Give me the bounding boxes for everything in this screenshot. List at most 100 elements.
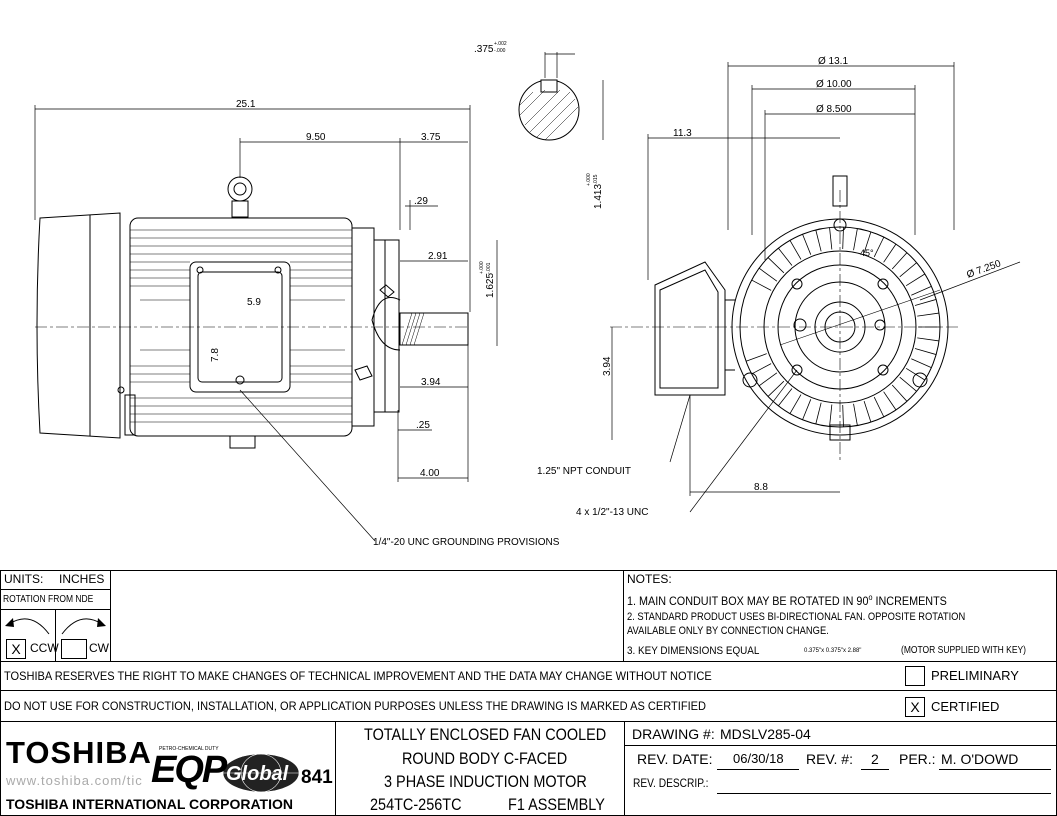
cw-label: CW (89, 641, 109, 655)
frame-size: 254TC-256TC (370, 795, 462, 814)
cooling-fin (891, 384, 908, 402)
drawing-number-value: MDSLV285-04 (720, 726, 811, 742)
certified-row: DO NOT USE FOR CONSTRUCTION, INSTALLATIO… (0, 690, 1057, 722)
rev-date-value: 06/30/18 (733, 751, 784, 766)
per-label: PER.: (899, 751, 936, 767)
cooling-fin (767, 380, 785, 397)
reserves-row: TOSHIBA RESERVES THE RIGHT TO MAKE CHANG… (0, 661, 1057, 691)
dim-113: 11.3 (673, 128, 692, 139)
cooling-fin (914, 299, 937, 306)
cooling-fin (883, 391, 897, 411)
dim-25: .25 (416, 420, 430, 431)
dim-dia-1000: Ø 10.00 (816, 79, 852, 90)
desc-line-1: TOTALLY ENCLOSED FAN COOLED (364, 725, 607, 744)
cooling-fin (873, 396, 885, 418)
note-3-end: (MOTOR SUPPLIED WITH KEY) (901, 645, 1027, 656)
reserves-text: TOSHIBA RESERVES THE RIGHT TO MAKE CHANG… (4, 669, 712, 683)
cooling-fin (829, 404, 833, 427)
cooling-fin (778, 388, 793, 407)
preliminary-checkbox[interactable] (905, 666, 925, 686)
certified-label: CERTIFIED (931, 699, 1000, 714)
global-text: Global (226, 763, 289, 785)
dim-400: 4.00 (420, 468, 440, 479)
dim-angle-45: 45° (860, 248, 874, 258)
drawing-number-label: DRAWING #: (632, 726, 715, 742)
note-2a: 2. STANDARD PRODUCT USES BI-DIRECTIONAL … (627, 611, 966, 623)
notes-title: NOTES: (627, 572, 672, 586)
dim-29: .29 (414, 196, 428, 207)
dim-59: 5.9 (247, 297, 261, 308)
units-label: UNITS: (4, 572, 44, 586)
shaft-section (518, 79, 580, 141)
cooling-fin (789, 240, 802, 260)
certified-checkbox[interactable]: X (905, 697, 925, 717)
assembly-type: F1 ASSEMBLY (508, 795, 605, 814)
cooling-fin (917, 337, 940, 342)
dim-375: 3.75 (421, 132, 441, 143)
cooling-fin (778, 247, 793, 266)
cooling-fin (815, 402, 822, 425)
rev-number-value: 2 (871, 751, 879, 767)
ccw-arrow-icon (5, 618, 50, 635)
dim-291: 2.91 (428, 251, 448, 262)
dim-1413-sup: +.000 (586, 173, 592, 186)
cooling-fin (891, 252, 908, 270)
dim-1625-sub: -.001 (486, 262, 492, 274)
rev-date-label: REV. DATE: (637, 751, 713, 767)
donotuse-text: DO NOT USE FOR CONSTRUCTION, INSTALLATIO… (4, 699, 706, 713)
drawing-info-cell: DRAWING #: MDSLV285-04 REV. DATE: 06/30/… (624, 721, 1057, 816)
units-cell: UNITS: INCHES (0, 570, 111, 590)
per-value: M. O'DOWD (941, 751, 1019, 767)
cw-checkbox[interactable] (61, 639, 87, 659)
ccw-checkbox[interactable]: X (6, 639, 26, 659)
ccw-label: CCW (30, 641, 59, 655)
dim-394: 3.94 (421, 377, 441, 388)
desc-line-2: ROUND BODY C-FACED (402, 749, 568, 768)
cooling-fin (842, 404, 844, 427)
rev-description-label: REV. DESCRIP.: (633, 776, 709, 790)
cooling-fin (883, 243, 897, 263)
eqp-global-logo: EQP Global 841 (151, 749, 333, 793)
cooling-fin (758, 267, 778, 282)
cooling-fin (842, 227, 844, 250)
cooling-fin (911, 358, 932, 369)
globe-icon (222, 753, 300, 793)
dim-dia-131: Ø 13.1 (818, 56, 848, 67)
website-link[interactable]: www.toshiba.com/tic (6, 773, 143, 788)
cooling-fin (863, 401, 872, 423)
label-grounding: 1/4"-20 UNC GROUNDING PROVISIONS (373, 537, 560, 548)
cooling-fin (802, 399, 812, 420)
dim-1625-sup: +.000 (479, 261, 485, 274)
preliminary-label: PRELIMINARY (931, 668, 1019, 683)
cooling-fin (815, 229, 822, 252)
dim-1413-sub: -.015 (593, 174, 599, 186)
units-value: INCHES (59, 572, 105, 586)
dim-394-end: 3.94 (602, 356, 613, 376)
rev-number-label: REV. #: (806, 751, 853, 767)
dimension-lines (34, 52, 1021, 542)
cooling-fin (917, 312, 940, 317)
dim-dia-8500: Ø 8.500 (816, 104, 852, 115)
dim-shaft-tol-sub: -.000 (494, 48, 506, 54)
cooling-fin (899, 262, 917, 278)
note-2b: AVAILABLE ONLY BY CONNECTION CHANGE. (627, 625, 829, 637)
label-bolt-holes: 4 x 1/2"-13 UNC (576, 507, 648, 518)
cooling-fin (914, 348, 937, 355)
cooling-fin (758, 372, 778, 387)
cooling-fin (767, 257, 785, 274)
cooling-fin (829, 227, 833, 250)
dim-88: 8.8 (754, 482, 768, 493)
eqp-text: EQP (151, 749, 227, 791)
cooling-fin (873, 236, 885, 258)
dim-dia-7250: Ø 7.250 (965, 258, 1003, 281)
note-3-key: 0.375"x 0.375"x 2.88" (804, 648, 862, 654)
notes-cell: NOTES: 1. MAIN CONDUIT BOX MAY BE ROTATE… (623, 570, 1057, 662)
description-cell: TOTALLY ENCLOSED FAN COOLED ROUND BODY C… (335, 721, 625, 816)
label-npt-conduit: 1.25" NPT CONDUIT (537, 466, 631, 477)
side-view (36, 176, 469, 449)
rotation-label: ROTATION FROM NDE (3, 594, 94, 605)
cooling-fin (899, 376, 917, 392)
note-3: 3. KEY DIMENSIONS EQUAL (627, 645, 760, 657)
cooling-fin (853, 403, 858, 426)
model-841: 841 (301, 767, 333, 788)
